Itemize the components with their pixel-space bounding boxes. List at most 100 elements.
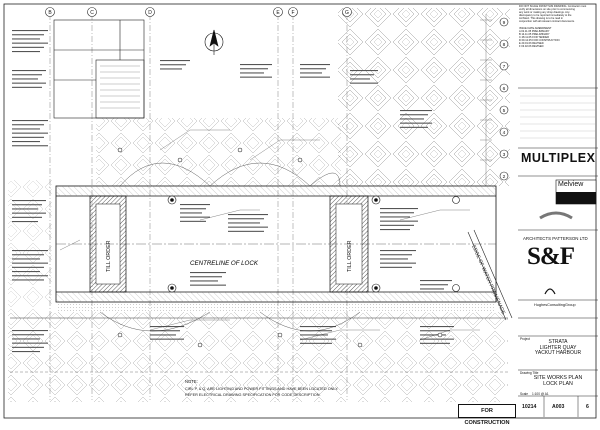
note-line: conjunction with all relevant contract d… bbox=[519, 20, 575, 24]
annotation-text bbox=[420, 342, 450, 344]
annotation-text bbox=[12, 82, 46, 84]
annotation-text bbox=[350, 70, 378, 72]
annotation-text bbox=[380, 212, 414, 214]
annotation-text bbox=[12, 271, 40, 273]
annotation-text bbox=[380, 266, 412, 268]
architects-name: ARCHITECTS PATTERSON LTD bbox=[523, 236, 588, 241]
annotation-text bbox=[12, 74, 42, 76]
multiplex-logo: MULTIPLEX bbox=[521, 151, 596, 165]
annotation-text bbox=[12, 70, 46, 72]
grid-marker-f bbox=[288, 7, 298, 17]
annotation-text bbox=[12, 279, 44, 281]
note-line-1: CIRL P, & Q, ARE LIGHTING AND POWER FITT… bbox=[185, 387, 338, 391]
annotation-text bbox=[380, 224, 414, 226]
annotation-text bbox=[12, 46, 44, 48]
hughes-consulting-logo: HughesConsultingGroup bbox=[534, 303, 576, 307]
annotation-text bbox=[180, 208, 206, 210]
annotation-text bbox=[150, 334, 176, 336]
drawing-title-label: Drawing Title bbox=[520, 371, 539, 375]
annotation-text bbox=[180, 204, 210, 206]
note-line: C 28.11.05 FOR TENDER bbox=[519, 35, 550, 39]
note-line: A 02.11.05 PRELIMINARY bbox=[519, 29, 550, 33]
annotation-text bbox=[12, 86, 42, 88]
melview-logo: Melview bbox=[558, 181, 584, 188]
annotation-text bbox=[350, 78, 370, 80]
annotation-text bbox=[380, 254, 412, 256]
note-line: DO NOT SCALE FROM THIS DRAWING. Contract… bbox=[519, 5, 587, 8]
annotation-text bbox=[12, 124, 44, 126]
north-arrow-icon bbox=[204, 29, 224, 55]
grid-marker-label: D bbox=[148, 10, 152, 16]
note-line: D 09.12.05 FOR CONSTRUCTION bbox=[519, 39, 560, 43]
annotation-text bbox=[150, 338, 184, 340]
annotation-text bbox=[12, 275, 48, 277]
title-line: LOCK PLAN bbox=[543, 381, 573, 387]
till-order-left: TILL ORDER bbox=[106, 240, 112, 272]
grid-marker-6 bbox=[499, 83, 509, 93]
project-label: Project bbox=[520, 337, 530, 341]
title-line: STRATA bbox=[548, 339, 568, 345]
annotation-text bbox=[12, 346, 44, 348]
note-heading: NOTE: bbox=[185, 379, 198, 384]
annotation-text bbox=[420, 280, 452, 282]
annotation-text bbox=[12, 250, 48, 252]
grid-marker-label: 9 bbox=[503, 20, 506, 26]
annotation-text bbox=[160, 64, 186, 66]
grid-marker-3 bbox=[499, 149, 509, 159]
annotation-text bbox=[400, 122, 432, 124]
annotation-text bbox=[300, 334, 328, 336]
annotation-text bbox=[12, 34, 44, 36]
annotation-text bbox=[150, 326, 184, 328]
annotation-text bbox=[350, 82, 378, 84]
note-line: E 20.01.06 REVISED bbox=[519, 42, 544, 46]
annotation-text bbox=[228, 214, 268, 216]
annotation-text bbox=[380, 220, 418, 222]
annotation-text bbox=[12, 30, 48, 32]
grid-marker-label: 8 bbox=[503, 42, 506, 48]
note-line: verify all dimensions on site prior to c… bbox=[519, 8, 575, 12]
annotation-text bbox=[12, 338, 40, 340]
revision-number: 6 bbox=[586, 404, 589, 410]
annotation-text bbox=[12, 266, 44, 268]
annotation-text bbox=[12, 136, 44, 138]
annotation-text bbox=[180, 212, 202, 214]
grid-marker-2 bbox=[499, 171, 509, 181]
annotation-text bbox=[380, 258, 408, 260]
note-line: discrepancy to be reported immediately t… bbox=[519, 14, 572, 18]
annotation-text bbox=[190, 272, 226, 274]
annotation-text bbox=[12, 141, 40, 143]
annotation-text bbox=[12, 204, 42, 206]
note-line: any work or making any shop drawings. An… bbox=[519, 11, 570, 15]
annotation-text bbox=[180, 220, 206, 222]
annotation-text bbox=[300, 72, 322, 74]
annotation-text bbox=[400, 118, 424, 120]
annotation-text bbox=[240, 76, 272, 78]
title-line: SITE WORKS PLAN bbox=[533, 375, 583, 381]
grid-marker-label: 7 bbox=[503, 64, 506, 70]
annotation-text bbox=[300, 64, 330, 66]
annotation-text bbox=[12, 351, 40, 353]
annotation-text bbox=[228, 230, 264, 232]
grid-marker-label: 3 bbox=[503, 152, 506, 158]
annotation-text bbox=[400, 114, 428, 116]
grid-marker-label: 5 bbox=[503, 108, 506, 114]
grid-marker-g bbox=[342, 7, 352, 17]
title-line: LIGHTER QUAY bbox=[539, 344, 577, 351]
title-block-notes: DO NOT SCALE FROM THIS DRAWING. Contract… bbox=[518, 5, 598, 87]
annotation-text bbox=[12, 212, 46, 214]
for-construction-stamp: FOR CONSTRUCTION bbox=[458, 404, 516, 426]
grid-marker-8 bbox=[499, 39, 509, 49]
grid-marker-7 bbox=[499, 61, 509, 71]
annotation-text bbox=[228, 218, 264, 220]
annotation-text bbox=[300, 68, 326, 70]
annotation-text bbox=[180, 216, 210, 218]
grid-marker-label: C bbox=[90, 10, 94, 16]
annotation-text bbox=[420, 334, 446, 336]
annotation-text bbox=[190, 280, 218, 282]
annotation-text bbox=[380, 229, 410, 231]
annotation-text bbox=[12, 216, 42, 218]
